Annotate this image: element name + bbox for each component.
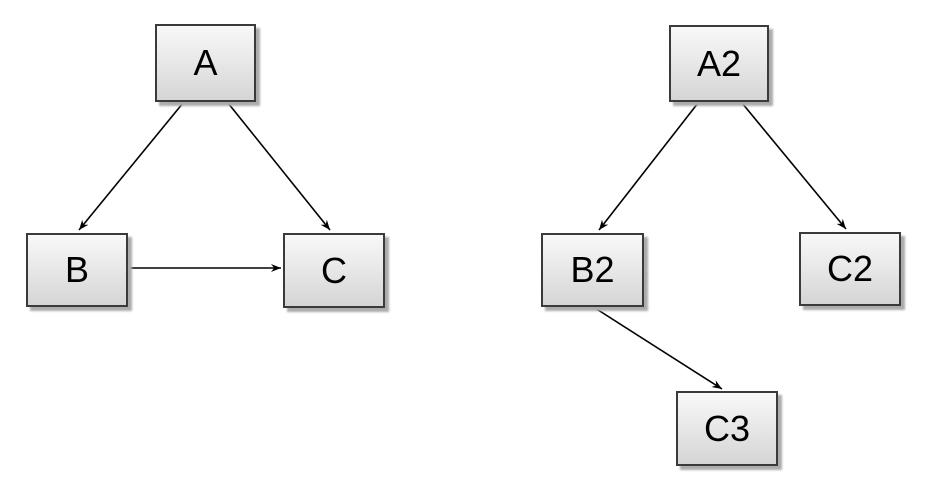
edge-B2-C3 <box>594 307 723 390</box>
edge-A2-B2 <box>598 102 699 231</box>
node-C2-label: C2 <box>826 248 874 289</box>
node-A-label: A <box>193 42 218 83</box>
node-C3-label: C3 <box>703 407 751 449</box>
node-B2-label: B2 <box>570 249 615 290</box>
node-A[interactable]: A <box>155 24 256 102</box>
node-C-label: C <box>321 249 347 291</box>
node-A2[interactable]: A2 <box>669 25 769 102</box>
node-C2[interactable]: C2 <box>799 232 901 306</box>
edge-A2-C2 <box>741 102 847 230</box>
node-A2-label: A2 <box>696 42 742 84</box>
edge-A-C <box>227 102 331 231</box>
node-B-label: B <box>64 249 89 290</box>
node-C3[interactable]: C3 <box>676 391 778 466</box>
node-C[interactable]: C <box>283 233 385 308</box>
edge-A-B <box>78 102 184 231</box>
node-B2[interactable]: B2 <box>541 233 644 307</box>
node-B[interactable]: B <box>26 233 128 307</box>
